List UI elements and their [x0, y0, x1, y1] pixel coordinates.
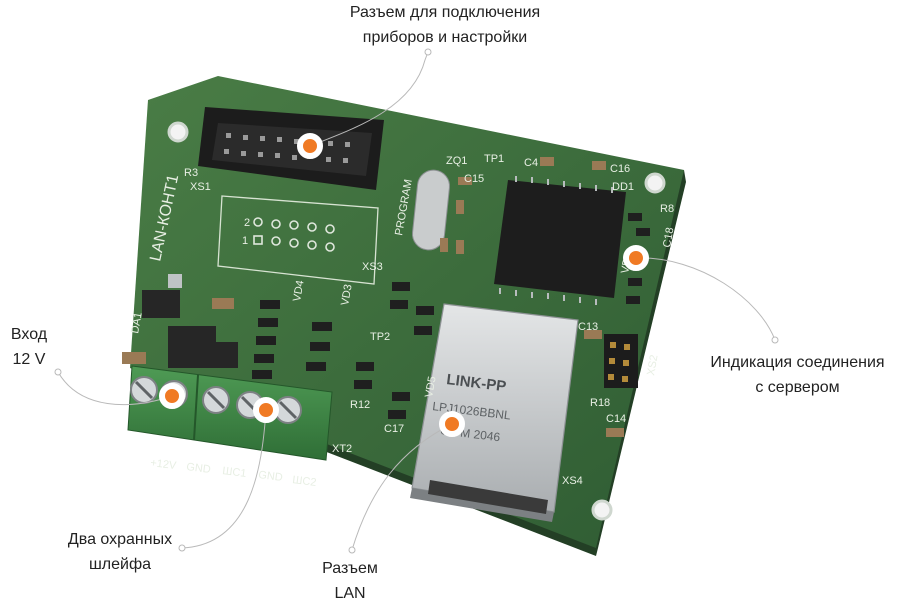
hotspot-alarm-loops[interactable] [253, 397, 279, 423]
label-vd4: VD4 [291, 279, 307, 302]
pin-number-2: 2 [244, 217, 250, 229]
label-c4: C4 [524, 157, 538, 169]
label-tp1: TP1 [484, 153, 504, 165]
pin-number-1: 1 [242, 235, 248, 247]
leader-indicator [635, 257, 776, 341]
callout-power-input: Вход 12 V [0, 322, 58, 372]
callout-indicator-line2: с сервером [755, 379, 840, 396]
leader-lan [351, 423, 453, 551]
callout-power-line2: 12 V [12, 351, 46, 368]
xs3-pads [253, 217, 335, 252]
mounting-hole [167, 121, 189, 143]
crystal-zq1 [411, 169, 451, 251]
mcu-leads [499, 176, 613, 305]
terminal-label-12v: +12V [150, 457, 178, 472]
terminal-label-gnd2: GND [258, 469, 284, 484]
callout-indicator-line1: Индикация соединения [710, 354, 885, 371]
callout-lan-line1: Разъем [322, 560, 378, 577]
label-c18: C18 [661, 227, 676, 249]
programming-header-inner [212, 123, 372, 176]
callout-lan-line2: LAN [334, 585, 366, 602]
callout-loops-line1: Два охранных [67, 531, 173, 548]
lan-jack[interactable] [410, 303, 579, 522]
leader-programming [309, 51, 429, 147]
label-r3: R3 [184, 167, 198, 179]
leader-lines [57, 51, 776, 551]
mounting-hole [591, 499, 613, 521]
label-vd3: VD3 [339, 283, 355, 306]
callout-programming-connector: Разъем для подключения приборов и настро… [300, 0, 590, 50]
label-xs4: XS4 [562, 475, 583, 487]
hotspot-server-indicator[interactable] [623, 245, 649, 271]
callout-lan-connector: Разъем LAN [300, 556, 400, 606]
label-dd1: DD1 [612, 181, 634, 193]
label-c15: C15 [464, 173, 484, 185]
callout-power-line1: Вход [10, 326, 48, 343]
label-c14: C14 [606, 413, 626, 425]
label-r12: R12 [350, 399, 370, 411]
hotspot-lan-connector[interactable] [439, 411, 465, 437]
callout-server-indicator: Индикация соединения с сервером [690, 350, 905, 400]
terminal-label-shs2: ШС2 [292, 474, 317, 489]
terminal-label-gnd1: GND [186, 461, 212, 476]
leader-power [57, 371, 173, 405]
callout-programming-line2: приборов и настройки [362, 29, 528, 46]
label-zq1: ZQ1 [446, 155, 467, 167]
mounting-hole [644, 172, 666, 194]
label-xs3: XS3 [362, 261, 383, 273]
terminal-label-shs1: ШС1 [222, 465, 247, 480]
label-r18: R18 [590, 397, 610, 409]
hotspots [159, 133, 649, 437]
callout-programming-line1: Разъем для подключения [349, 4, 541, 21]
xs2-header [604, 334, 638, 388]
label-c16: C16 [610, 163, 630, 175]
header-pins [224, 133, 350, 163]
label-xt2: XT2 [332, 443, 352, 455]
leader-end-dots [54, 48, 779, 554]
label-tp2: TP2 [370, 331, 390, 343]
terminal-labels: +12V GND ШС1 GND ШС2 [150, 457, 317, 489]
hotspot-programming-connector[interactable] [297, 133, 323, 159]
label-c17: C17 [384, 423, 404, 435]
label-r8: R8 [660, 203, 674, 215]
microcontroller-dd1[interactable] [494, 180, 626, 298]
hotspot-power-input[interactable] [159, 383, 185, 409]
label-c13: C13 [578, 321, 598, 333]
label-xs1: XS1 [190, 181, 211, 193]
label-vd5: VD5 [423, 375, 439, 398]
leader-loops [181, 409, 267, 549]
xs3-outline [217, 195, 379, 285]
callout-loops-line2: шлейфа [88, 556, 152, 573]
callout-alarm-loops: Два охранных шлейфа [50, 527, 190, 577]
smd-components [122, 157, 650, 437]
label-xs2: XS2 [645, 354, 660, 377]
label-da1: DA1 [129, 311, 145, 334]
